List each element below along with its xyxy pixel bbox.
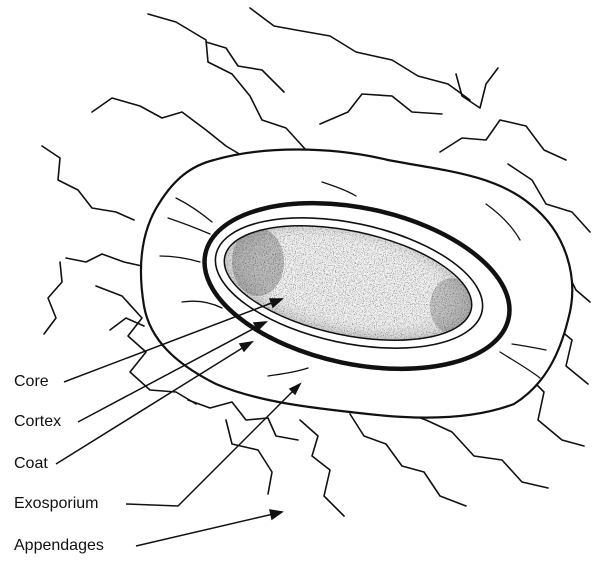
appendages-leader — [136, 512, 282, 546]
appendage-filament — [110, 318, 144, 330]
appendage-filament — [440, 120, 566, 160]
label-cortex: Cortex — [14, 414, 61, 430]
appendage-filament — [404, 412, 548, 488]
exosporium-leader — [126, 384, 300, 506]
label-coat: Coat — [14, 456, 48, 472]
appendage-filament — [92, 98, 246, 158]
appendage-filament — [66, 254, 142, 266]
label-exosporium: Exosporium — [14, 496, 98, 512]
appendage-filament — [226, 420, 272, 494]
label-appendages: Appendages — [14, 538, 104, 554]
appendages-arrowhead — [270, 510, 282, 519]
appendage-filament — [456, 68, 498, 108]
appendage-filament — [148, 14, 326, 164]
coat-leader — [56, 342, 252, 464]
appendage-filament — [320, 94, 442, 124]
appendage-filament — [250, 8, 470, 100]
appendage-filament — [350, 414, 466, 506]
appendage-filament — [188, 400, 298, 440]
appendage-filament — [42, 146, 134, 220]
appendage-filament — [300, 420, 344, 516]
appendage-filament — [44, 262, 62, 334]
label-core: Core — [14, 374, 49, 390]
